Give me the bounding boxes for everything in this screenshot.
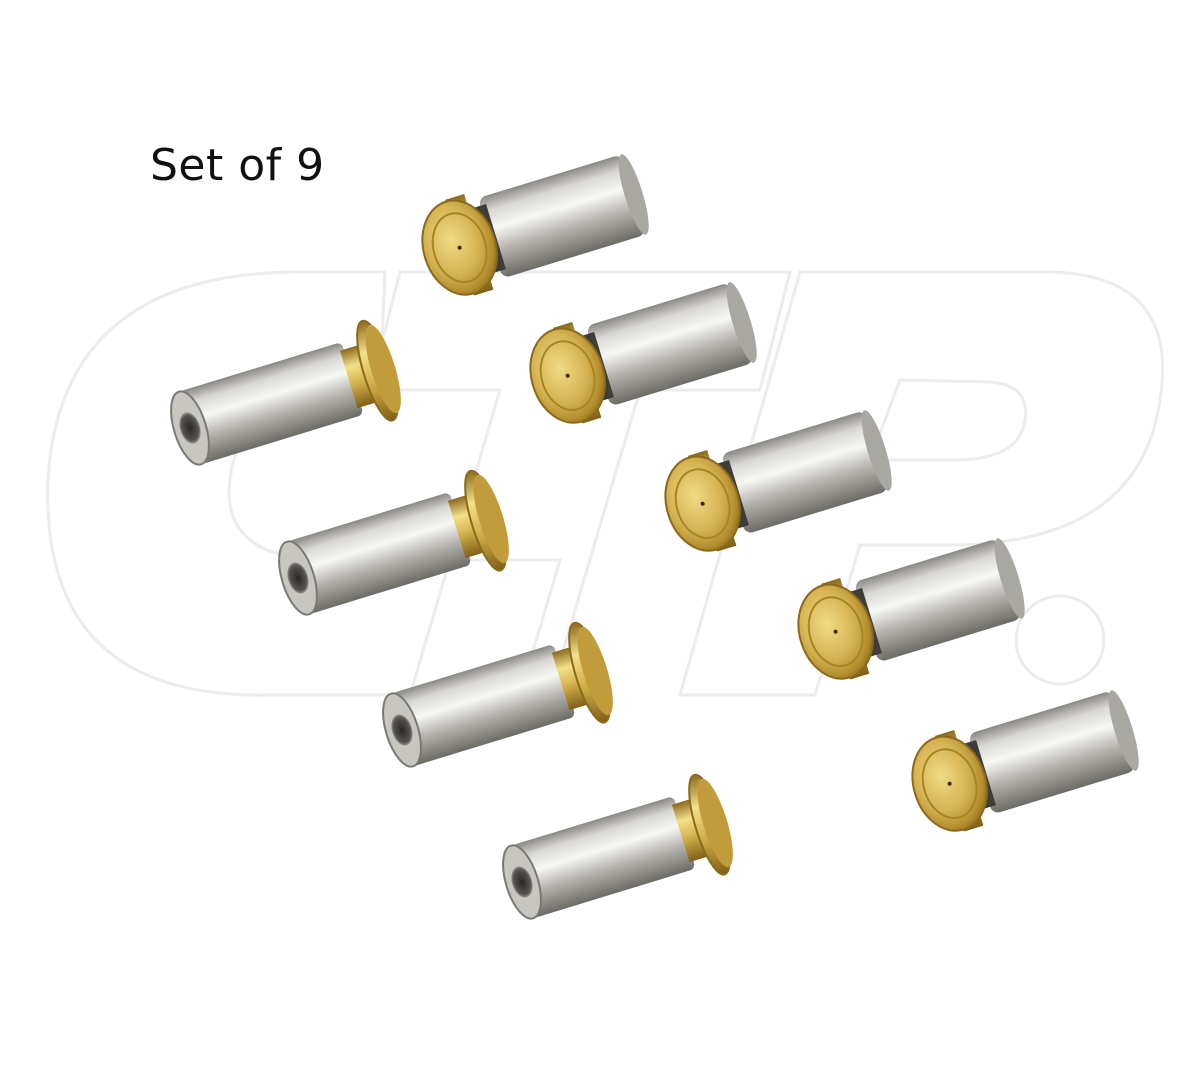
piston-pin-2 bbox=[529, 282, 757, 424]
piston-pin-1 bbox=[421, 154, 649, 296]
piston-pin-4 bbox=[797, 538, 1025, 680]
piston-pin-9 bbox=[502, 773, 733, 920]
piston-pin-5 bbox=[911, 690, 1139, 832]
piston-pin-6 bbox=[170, 319, 401, 466]
piston-pin-8 bbox=[382, 621, 613, 768]
piston-pin-7 bbox=[278, 469, 509, 616]
caption-set-of-9: Set of 9 bbox=[150, 140, 325, 191]
piston-pin-3 bbox=[664, 410, 892, 552]
